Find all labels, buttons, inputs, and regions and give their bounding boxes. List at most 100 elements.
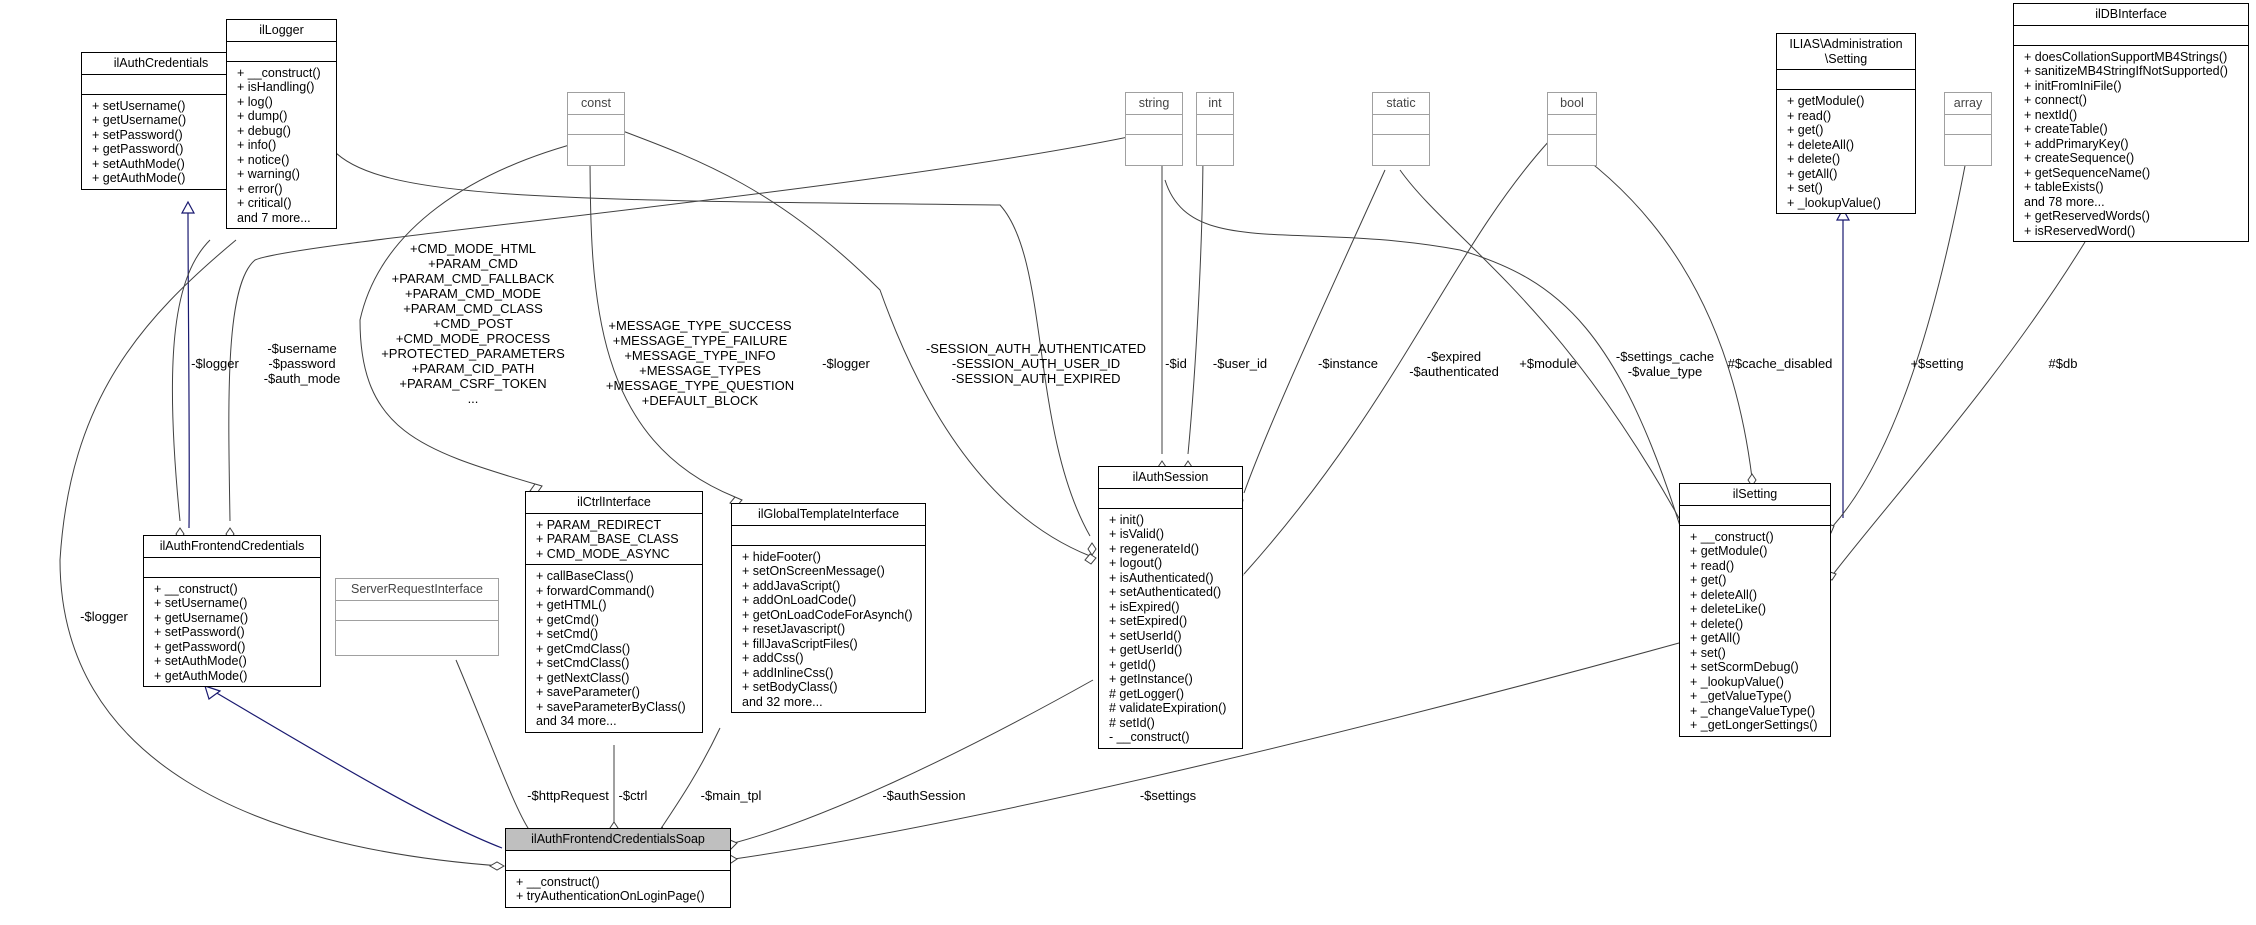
- edge-label-tpl-consts: +MESSAGE_TYPE_SUCCESS +MESSAGE_TYPE_FAIL…: [605, 318, 795, 408]
- class-method: + saveParameterByClass(): [536, 699, 686, 714]
- class-title: ilAuthFrontendCredentials: [159, 539, 305, 553]
- class-method: + doesCollationSupportMB4Strings(): [2024, 49, 2228, 64]
- class-ilLogger: ilLogger + __construct()+ isHandling()+ …: [226, 19, 337, 229]
- class-ilSetting: ilSetting + __construct()+ getModule()+ …: [1679, 483, 1831, 737]
- class-method: + getCmd(): [536, 612, 599, 627]
- edge-logger-session: [332, 149, 1091, 537]
- class-method: + getAuthMode(): [154, 668, 248, 683]
- class-title: ilGlobalTemplateInterface: [757, 507, 900, 521]
- class-title: ilCtrlInterface: [577, 495, 651, 509]
- class-array: array: [1944, 92, 1992, 166]
- edge-logger-soap: [59, 239, 502, 867]
- attributes-section: [336, 599, 498, 620]
- class-method: + getCmdClass(): [536, 641, 631, 656]
- class-int: int: [1196, 92, 1234, 166]
- class-method: + delete(): [1690, 616, 1744, 631]
- class-method: + createTable(): [2024, 122, 2108, 136]
- class-method: + getSequenceName(): [2024, 165, 2151, 180]
- class-method: + isReservedWord(): [2024, 223, 2136, 238]
- edge-bool-session: [1243, 139, 1551, 575]
- class-attribute: + CMD_MODE_ASYNC: [536, 546, 670, 561]
- edge-static-setting: [1399, 169, 1686, 530]
- edge-static-session: [1243, 169, 1386, 494]
- class-ilCtrlInterface: ilCtrlInterface + PARAM_REDIRECT+ PARAM_…: [525, 491, 703, 733]
- class-title: array: [1953, 96, 1983, 110]
- class-method: - __construct(): [1109, 730, 1190, 744]
- class-method: + deleteLike(): [1690, 602, 1767, 616]
- class-method: + connect(): [2024, 93, 2087, 107]
- class-method: + get(): [1787, 123, 1824, 137]
- edge-label-soap-ctrl: -$ctrl: [618, 788, 648, 803]
- edge-label-soap-logger: -$logger: [80, 609, 128, 624]
- edge-label-frontend-logger: -$logger: [191, 356, 239, 371]
- class-attribute: + PARAM_BASE_CLASS: [536, 532, 679, 546]
- class-method: + forwardCommand(): [536, 583, 655, 598]
- methods-section: + __construct()+ isHandling()+ log()+ du…: [227, 60, 336, 229]
- diamond-soap-logger: [488, 861, 506, 871]
- inherit-arrow-setting: [1835, 207, 1851, 221]
- class-method: + getHTML(): [536, 598, 607, 612]
- class-method: + saveParameter(): [536, 685, 640, 699]
- attributes-section: + PARAM_REDIRECT+ PARAM_BASE_CLASS+ CMD_…: [526, 512, 702, 565]
- class-method: + tryAuthenticationOnLoginPage(): [516, 889, 705, 903]
- methods-section: [1197, 133, 1233, 154]
- attributes-section: [732, 524, 925, 545]
- class-method: + setAuthMode(): [92, 156, 185, 171]
- class-method: + deleteAll(): [1787, 137, 1855, 152]
- class-title: ILIAS\Administration \Setting: [1789, 37, 1903, 66]
- edge-bool-setting: [1559, 139, 1753, 479]
- class-method: + getId(): [1109, 657, 1156, 672]
- edge-label-session-instance: -$instance: [1318, 356, 1378, 371]
- methods-section: [1126, 133, 1182, 154]
- class-method: + isAuthenticated(): [1109, 570, 1214, 585]
- class-ilAuthCredentials: ilAuthCredentials + setUsername()+ getUs…: [81, 52, 241, 190]
- edge-array-setting: [1832, 149, 1969, 527]
- class-method: + _getLongerSettings(): [1690, 718, 1818, 732]
- methods-section: + __construct()+ setUsername()+ getUsern…: [144, 576, 320, 687]
- class-attribute: + PARAM_REDIRECT: [536, 517, 662, 532]
- class-method: and 7 more...: [237, 210, 311, 225]
- class-ilAuthFrontendCredentials: ilAuthFrontendCredentials + __construct(…: [143, 535, 321, 687]
- class-method: + addInlineCss(): [742, 665, 834, 680]
- class-method: + warning(): [237, 167, 300, 181]
- edge-label-soap-tpl: -$main_tpl: [700, 788, 762, 803]
- edge-inherit-credentials: [187, 211, 190, 529]
- class-method: + _getValueType(): [1690, 689, 1792, 703]
- class-method: + getUsername(): [92, 113, 187, 127]
- edge-label-setting-cache: -$settings_cache -$value_type: [1615, 349, 1715, 379]
- edge-int-session: [1187, 142, 1204, 455]
- class-method: + setAuthenticated(): [1109, 585, 1222, 599]
- methods-section: [1548, 133, 1596, 154]
- class-title: ilAuthCredentials: [113, 56, 209, 70]
- class-method: + get(): [1690, 573, 1727, 587]
- class-method: + setCmd(): [536, 627, 599, 641]
- class-method: + nextId(): [2024, 107, 2078, 122]
- class-method: + critical(): [237, 196, 292, 210]
- class-title: ilLogger: [259, 23, 304, 37]
- edge-label-setting-db: #$db: [2048, 356, 2078, 371]
- class-const: const: [567, 92, 625, 166]
- class-method: + setUserId(): [1109, 628, 1182, 643]
- edge-string-frontend: [228, 127, 1171, 522]
- class-method: + getReservedWords(): [2024, 209, 2150, 223]
- edge-session-soap: [733, 679, 1094, 844]
- class-method: + dump(): [237, 109, 288, 123]
- class-method: + setScormDebug(): [1690, 660, 1799, 674]
- class-method: + setUsername(): [92, 98, 186, 113]
- class-ilGlobalTemplateInterface: ilGlobalTemplateInterface + hideFooter()…: [731, 503, 926, 713]
- class-method: and 78 more...: [2024, 194, 2105, 209]
- class-method: + getInstance(): [1109, 672, 1193, 686]
- methods-section: + __construct()+ getModule()+ read()+ ge…: [1680, 524, 1830, 736]
- class-method: + initFromIniFile(): [2024, 78, 2122, 93]
- inherit-arrow-credentials: [180, 200, 196, 214]
- class-method: + _lookupValue(): [1787, 195, 1881, 210]
- class-method: + setCmdClass(): [536, 656, 630, 670]
- edge-label-soap-session: -$authSession: [882, 788, 966, 803]
- class-method: + isHandling(): [237, 80, 315, 94]
- class-method: + info(): [237, 138, 277, 152]
- class-title: static: [1386, 96, 1416, 110]
- edge-label-session-consts: -SESSION_AUTH_AUTHENTICATED -SESSION_AUT…: [925, 341, 1147, 386]
- class-method: + isExpired(): [1109, 599, 1180, 614]
- edge-const-tpl: [589, 149, 736, 498]
- edge-db-setting: [1830, 241, 2086, 578]
